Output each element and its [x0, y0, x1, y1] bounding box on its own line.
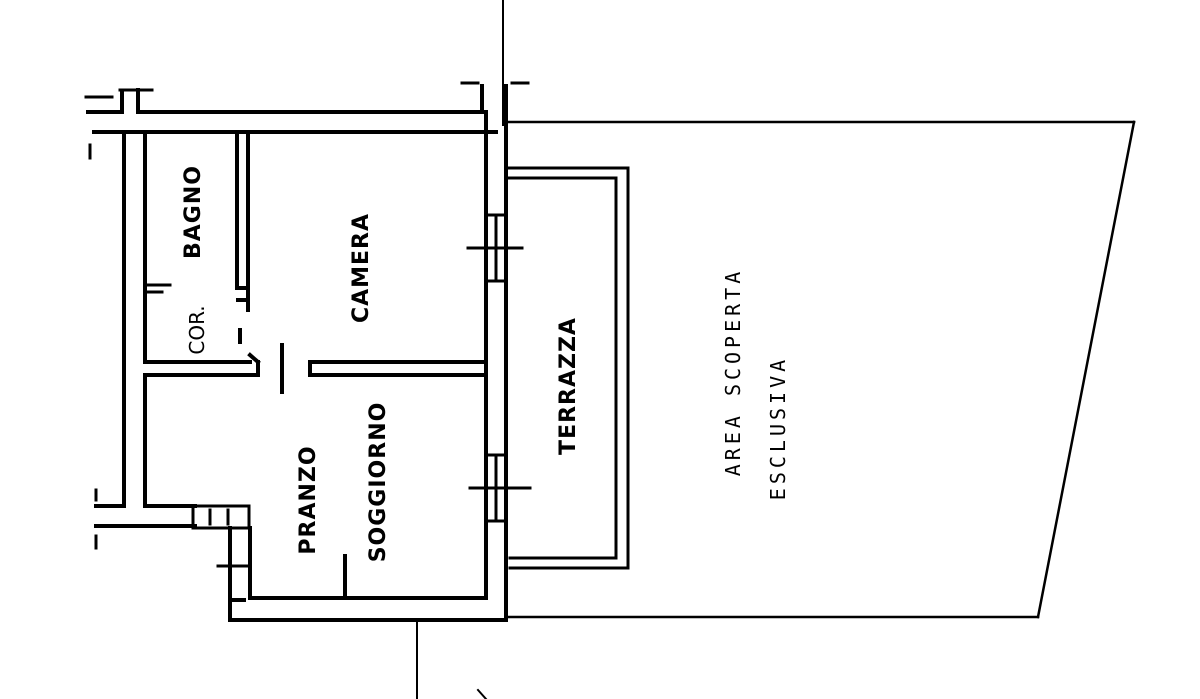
label-corridoio: COR.	[185, 305, 209, 354]
north-arrow-stub	[476, 688, 488, 699]
window-soggiorno	[468, 453, 532, 523]
terrazza-outline	[504, 166, 630, 570]
label-area-line1: AREA SCOPERTA	[721, 268, 745, 477]
right-wall	[484, 84, 508, 622]
entrance-door	[191, 504, 251, 568]
drawing-lines	[84, 0, 1136, 699]
room-labels: BAGNO CAMERA COR. PRANZO SOGGIORNO TERRA…	[181, 165, 790, 562]
label-bagno: BAGNO	[181, 165, 206, 259]
label-terrazza: TERRAZZA	[556, 317, 581, 455]
corridor-wall	[143, 328, 488, 394]
left-wall	[94, 130, 197, 528]
bagno-camera-wall	[235, 130, 250, 312]
area-scoperta-outline	[504, 120, 1136, 619]
label-soggiorno: SOGGIORNO	[366, 402, 391, 563]
label-camera: CAMERA	[349, 213, 374, 323]
top-dashes	[84, 81, 530, 160]
window-camera	[466, 213, 524, 283]
bottom-wall	[228, 526, 508, 622]
label-area-line2: ESCLUSIVA	[766, 356, 790, 500]
top-wall	[86, 84, 498, 134]
label-pranzo: PRANZO	[296, 445, 321, 554]
bagno-bottom-wall	[143, 283, 172, 294]
